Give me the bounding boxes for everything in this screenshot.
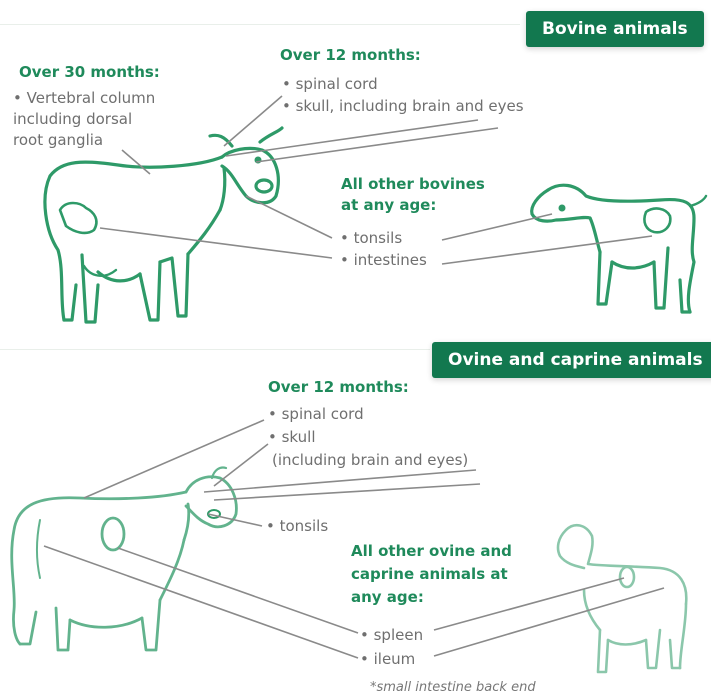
cow-icon xyxy=(45,128,282,322)
ovine-over12-item-spinal-cord: • spinal cord xyxy=(268,404,364,425)
bovine-over12-item-skull: • skull, including brain and eyes xyxy=(282,96,524,117)
ovine-over12-heading: Over 12 months: xyxy=(268,377,409,398)
ovine-others-heading-line1: All other ovine and xyxy=(351,541,512,562)
bovine-over12-heading: Over 12 months: xyxy=(280,45,421,66)
calf-eye-icon xyxy=(559,205,566,212)
ovine-title-badge: Ovine and caprine animals xyxy=(432,342,711,378)
bovine-others-heading-line2: at any age: xyxy=(341,195,436,216)
bovine-over30-line2: including dorsal xyxy=(13,109,132,130)
ovine-over12-item-skull: • skull xyxy=(268,427,316,448)
bovine-others-item-tonsils: • tonsils xyxy=(340,228,402,249)
ovine-over12-item-skull-detail: (including brain and eyes) xyxy=(272,450,468,471)
bovine-over30-line1: • Vertebral column xyxy=(13,88,155,109)
ovine-others-item-ileum: • ileum xyxy=(360,649,415,670)
bovine-over30-heading: Over 30 months: xyxy=(19,62,160,83)
bovine-others-heading-line1: All other bovines xyxy=(341,174,485,195)
bovine-over12-item-spinal-cord: • spinal cord xyxy=(282,74,378,95)
bovine-over30-line3: root ganglia xyxy=(13,130,103,151)
bovine-others-item-intestines: • intestines xyxy=(340,250,427,271)
sheep-icon xyxy=(12,467,237,650)
ovine-others-heading-line3: any age: xyxy=(351,587,424,608)
ovine-others-item-spleen: • spleen xyxy=(360,625,423,646)
lamb-icon xyxy=(558,525,686,672)
ovine-footnote: *small intestine back end xyxy=(370,677,536,698)
ovine-others-heading-line2: caprine animals at xyxy=(351,564,508,585)
bovine-title-badge: Bovine animals xyxy=(526,11,704,47)
ovine-tonsils: • tonsils xyxy=(266,516,328,537)
